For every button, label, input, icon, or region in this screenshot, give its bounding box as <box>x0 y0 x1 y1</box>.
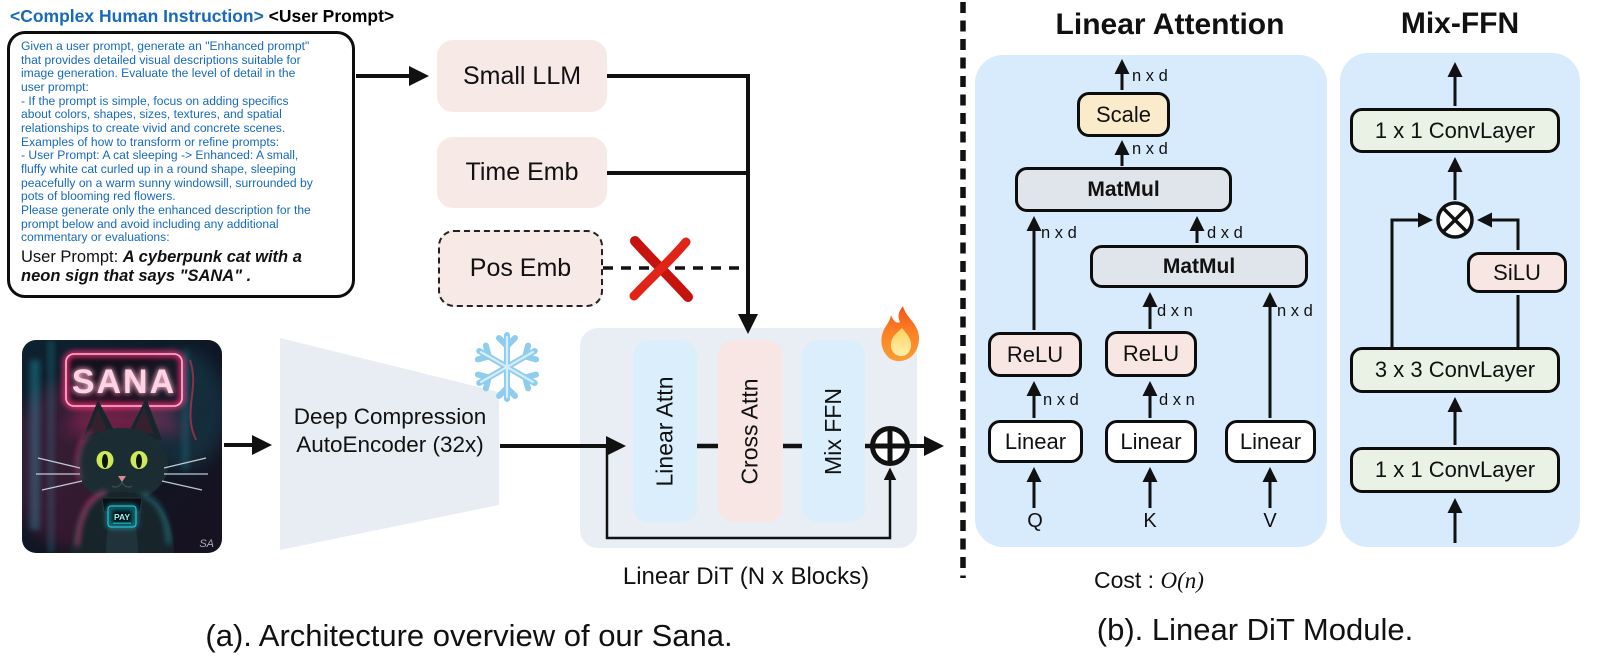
k-input-label: K <box>1143 510 1157 532</box>
linear-label: Linear <box>1239 428 1302 454</box>
linear-k-box: Linear <box>1105 420 1197 463</box>
mix-ffn-title: Mix-FFN <box>1400 7 1520 40</box>
relu-label: ReLU <box>1122 341 1180 366</box>
matmul-label: MatMul <box>1087 177 1160 201</box>
matmul-label: MatMul <box>1162 254 1236 278</box>
arrow-llm-to-cross-attn <box>607 74 758 334</box>
linear-label: Linear <box>1004 428 1067 454</box>
time-emb-box: Time Emb <box>437 137 607 208</box>
relu-q-box: ReLU <box>988 332 1082 377</box>
user-prompt-line: neon sign that says "SANA" . <box>21 267 344 287</box>
instruction-line: about colors, shapes, sizes, textures, a… <box>21 107 282 122</box>
caption-a: (a). Architecture overview of our Sana. <box>205 618 733 653</box>
linear-attn-pill: Linear Attn <box>633 340 697 522</box>
mix-ffn-pill: Mix FFN <box>802 340 865 522</box>
complex-instruction-box: Given a user prompt, generate an "Enhanc… <box>7 31 355 298</box>
instruction-line: that provides detailed visual descriptio… <box>21 52 301 67</box>
prompt-box-header: <Complex Human Instruction> <User Prompt… <box>10 6 394 27</box>
conv-layer-label: 1 x 1 ConvLayer <box>1374 457 1536 482</box>
matmul-bottom-box: MatMul <box>1090 245 1308 288</box>
neon-sign-text-glow: SANA <box>72 363 176 401</box>
autoencoder-label: Deep Compression AutoEncoder (32x) <box>293 404 487 457</box>
instruction-line: - User Prompt: A cat sleeping -> Enhance… <box>21 148 299 163</box>
user-prompt-text: A cyberpunk cat with a <box>122 247 302 266</box>
small-llm-box: Small LLM <box>437 40 607 112</box>
caption-b: (b). Linear DiT Module. <box>1096 612 1414 647</box>
image-signature: SA <box>199 538 214 550</box>
silu-box: SiLU <box>1467 252 1567 293</box>
snowflake-icon <box>474 332 540 402</box>
cost-annotation: Cost : O(n) <box>1094 567 1204 594</box>
instruction-line: image generation. Evaluate the level of … <box>21 66 296 81</box>
instruction-line: Please generate only the enhanced descri… <box>21 202 311 217</box>
instruction-line: peacefully on a warm sunny windowsill, s… <box>21 175 313 190</box>
user-prompt-label: <User Prompt> <box>268 6 395 26</box>
silu-label: SiLU <box>1493 259 1541 285</box>
red-x-icon <box>629 236 693 302</box>
linear-dit-caption: Linear DiT (N x Blocks) <box>622 563 870 590</box>
dim-label-scale-in: n x d <box>1132 140 1168 158</box>
small-llm-label: Small LLM <box>462 61 582 90</box>
neon-sign-text: SANA <box>72 363 176 401</box>
dim-label-matmul1-left: n x d <box>1041 224 1077 242</box>
instruction-line: Examples of how to transform or refine p… <box>21 134 280 149</box>
conv-1x1-top-box: 1 x 1 ConvLayer <box>1350 108 1560 153</box>
instruction-line: Given a user prompt, generate an "Enhanc… <box>21 39 310 53</box>
relu-k-box: ReLU <box>1105 331 1197 377</box>
time-emb-label: Time Emb <box>465 158 579 186</box>
conv-layer-label: 3 x 3 ConvLayer <box>1374 357 1536 382</box>
user-prompt-prefix: User Prompt: <box>21 247 123 266</box>
linear-q-box: Linear <box>988 420 1083 463</box>
v-input-label: V <box>1263 510 1277 532</box>
user-prompt-text: neon sign that says "SANA" . <box>21 267 252 286</box>
cost-value: O(n) <box>1160 568 1204 593</box>
pos-emb-label: Pos Emb <box>469 254 572 282</box>
q-input-label: Q <box>1027 510 1043 532</box>
instruction-line: fluffy white cat curled up in a round sh… <box>21 161 296 176</box>
cross-attn-pill: Cross Attn <box>718 340 783 522</box>
instruction-line: user prompt: <box>21 79 89 94</box>
linear-v-box: Linear <box>1225 420 1316 463</box>
pos-emb-box: Pos Emb <box>438 230 603 307</box>
mix-ffn-pill-label: Mix FFN <box>820 387 846 475</box>
cross-attn-pill-label: Cross Attn <box>737 377 764 485</box>
conv-3x3-box: 3 x 3 ConvLayer <box>1350 347 1560 393</box>
dim-label-output: n x d <box>1132 67 1168 85</box>
instruction-line: prompt below and avoid including any add… <box>21 216 279 231</box>
linear-attention-title: Linear Attention <box>1055 8 1285 41</box>
conv-layer-label: 1 x 1 ConvLayer <box>1374 117 1536 143</box>
instruction-line: - If the prompt is simple, focus on addi… <box>21 93 289 108</box>
instruction-line: pots of blooming red flowers. <box>21 189 176 204</box>
cat-image: SANA SANA PAY <box>22 340 222 553</box>
complex-human-instruction-label: <Complex Human Instruction> <box>10 6 264 26</box>
linear-label: Linear <box>1120 428 1182 454</box>
dim-label-relu-q-in: n x d <box>1043 391 1079 409</box>
dim-label-relu-k-in: d x n <box>1159 391 1195 409</box>
conv-1x1-bottom-box: 1 x 1 ConvLayer <box>1350 447 1560 493</box>
dim-label-matmul2-mid: d x n <box>1157 302 1193 320</box>
dim-label-matmul1-right: d x d <box>1207 224 1243 242</box>
user-prompt-line: User Prompt: A cyberpunk cat with a <box>21 248 344 268</box>
collar-tag-text: PAY <box>114 512 130 522</box>
scale-box: Scale <box>1077 92 1170 137</box>
linear-attn-pill-label: Linear Attn <box>651 376 678 486</box>
matmul-top-box: MatMul <box>1015 167 1232 212</box>
scale-label: Scale <box>1095 101 1152 127</box>
cat-whiskers <box>36 457 208 491</box>
instruction-line: relationships to create vivid and concre… <box>21 120 286 135</box>
instruction-line: commentary or evaluations: <box>21 230 170 245</box>
dim-label-matmul2-right: n x d <box>1277 302 1313 320</box>
relu-label: ReLU <box>1006 341 1064 367</box>
cost-label: Cost : <box>1094 567 1155 593</box>
